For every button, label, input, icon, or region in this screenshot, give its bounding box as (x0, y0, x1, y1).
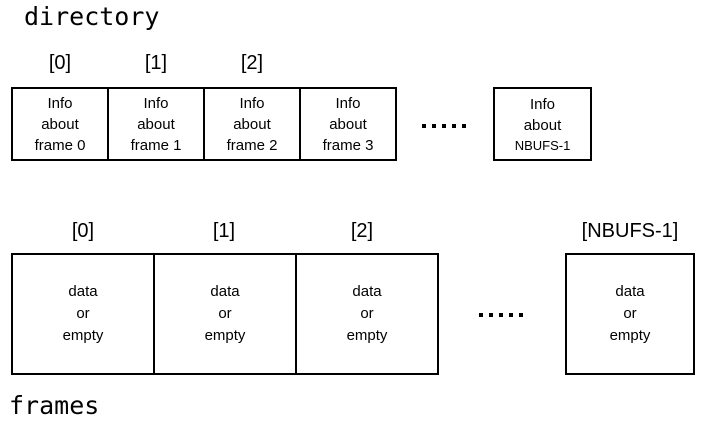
frame-cell-1: data or empty (153, 253, 297, 375)
frame-cell-last: data or empty (565, 253, 695, 375)
directory-index-label-0: [0] (48, 52, 72, 74)
dot-icon (452, 124, 456, 128)
frames-index-label-0: [0] (71, 220, 95, 242)
cell-line: data (68, 283, 98, 300)
directory-index-label-1: [1] (144, 52, 168, 74)
cell-line: or (76, 305, 90, 322)
dot-icon (489, 313, 493, 317)
dot-icon (462, 124, 466, 128)
cell-line: Info (529, 95, 556, 113)
cell-line: empty (62, 327, 104, 344)
frames-index-label-last: [NBUFS-1] (581, 220, 679, 242)
directory-cell-last: Info about NBUFS-1 (493, 87, 592, 161)
dot-icon (509, 313, 513, 317)
cell-line: about (523, 116, 562, 134)
directory-cell-2: Info about frame 2 (203, 87, 301, 161)
cell-line: Info (335, 94, 361, 112)
frame-cell-0: data or empty (11, 253, 155, 375)
frames-index-label-1: [1] (212, 220, 236, 242)
cell-line: data (352, 283, 382, 300)
dot-icon (519, 313, 523, 317)
dot-icon (432, 124, 436, 128)
frames-index-label-2: [2] (350, 220, 374, 242)
cell-line: about (329, 115, 367, 133)
cell-line: or (218, 305, 232, 322)
directory-title: directory (24, 2, 160, 31)
directory-cell-1: Info about frame 1 (107, 87, 205, 161)
cell-line: or (360, 305, 374, 322)
dot-icon (442, 124, 446, 128)
directory-ellipsis-dots: ..... (422, 124, 466, 128)
directory-row: Info about frame 0 Info about frame 1 In… (11, 87, 397, 161)
cell-line: empty (204, 327, 246, 344)
cell-line: Info (143, 94, 169, 112)
cell-line: Info (47, 94, 73, 112)
dot-icon (479, 313, 483, 317)
cell-line: frame 1 (130, 136, 182, 154)
frames-title: frames (9, 391, 100, 420)
cell-line: empty (609, 327, 651, 344)
cell-line: about (233, 115, 271, 133)
cell-line: frame 3 (322, 136, 374, 154)
cell-line: about (41, 115, 79, 133)
cell-line: data (210, 283, 240, 300)
frames-row: data or empty data or empty data or empt… (11, 253, 439, 375)
dot-icon (422, 124, 426, 128)
dot-icon (499, 313, 503, 317)
cell-line: NBUFS-1 (514, 137, 571, 153)
frames-ellipsis-dots: ..... (479, 313, 523, 317)
cell-line: frame 0 (34, 136, 86, 154)
cell-line: about (137, 115, 175, 133)
cell-line: data (615, 283, 645, 300)
cell-line: frame 2 (226, 136, 278, 154)
directory-index-label-2: [2] (240, 52, 264, 74)
frame-cell-2: data or empty (295, 253, 439, 375)
directory-cell-0: Info about frame 0 (11, 87, 109, 161)
directory-cell-3: Info about frame 3 (299, 87, 397, 161)
cell-line: empty (346, 327, 388, 344)
cell-line: or (623, 305, 637, 322)
cell-line: Info (239, 94, 265, 112)
